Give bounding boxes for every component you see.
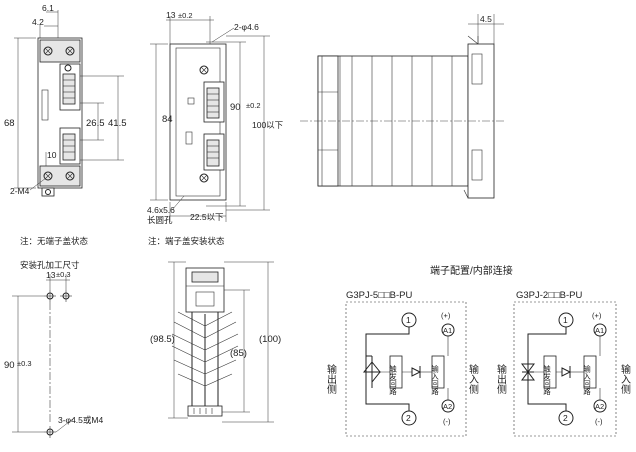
dim-13-tol: ±0.2 <box>178 11 193 20</box>
left-minus: (-) <box>443 417 451 426</box>
right-a2: A2 <box>595 402 604 411</box>
left-drive: 触发回路 <box>388 364 397 396</box>
dim-4-5: 4.5 <box>480 14 492 24</box>
dim-100: (100) <box>259 334 281 345</box>
dim-85: (85) <box>230 348 247 359</box>
heatsink-profile-view: (98.5) (85) (100) <box>150 261 281 423</box>
mounting-hole-view: 安装孔加工尺寸 13 ±0.3 90 ±0.3 3-φ4.5或M4 <box>4 260 103 438</box>
left-in-side: 输入侧 <box>467 363 479 395</box>
mount-title: 安装孔加工尺寸 <box>20 260 80 270</box>
dim-13: 13 <box>166 10 176 20</box>
dim-41-5: 41.5 <box>108 118 127 129</box>
right-input: 输入回路 <box>582 364 591 396</box>
dim-2-phi: 2-φ4.6 <box>234 22 259 32</box>
note-with-cover: 注：端子盖安装状态 <box>148 236 225 246</box>
mount-90-tol: ±0.3 <box>17 359 32 368</box>
left-model: G3PJ-5□□B-PU <box>346 290 413 301</box>
right-model: G3PJ-2□□B-PU <box>516 290 583 301</box>
dim-90-tol: ±0.2 <box>246 101 261 110</box>
left-t1: 1 <box>406 315 411 325</box>
mount-holes: 3-φ4.5或M4 <box>58 415 103 425</box>
circuit-g3pj-2: G3PJ-2□□B-PU 1 2 触发回路 输入回路 (+) A1 A2 (-)… <box>495 290 631 437</box>
right-drive: 触发回路 <box>542 364 551 396</box>
dim-4-2: 4.2 <box>32 17 44 27</box>
dim-slot-label: 长圆孔 <box>147 215 173 225</box>
left-a1: A1 <box>443 326 452 335</box>
right-out-side: 输出侧 <box>495 363 507 395</box>
left-plus: (+) <box>441 311 451 320</box>
terminal-title: 端子配置/内部连接 <box>430 264 513 277</box>
mount-13-tol: ±0.3 <box>56 270 71 279</box>
dim-22-5: 22.5以下 <box>190 212 224 222</box>
front-view-with-cover: 13 ±0.2 2-φ4.6 84 90 ±0.2 100以下 <box>147 10 284 246</box>
right-t2: 2 <box>563 413 568 423</box>
dim-68: 68 <box>4 118 15 129</box>
dim-84: 84 <box>162 114 173 125</box>
dim-10: 10 <box>47 150 57 160</box>
front-view-no-cover: 6.1 4.2 68 26.5 <box>4 3 127 246</box>
dim-98-5: (98.5) <box>150 334 175 345</box>
mount-90: 90 <box>4 360 15 371</box>
side-view: 4.5 <box>300 14 504 199</box>
dim-26-5: 26.5 <box>86 118 105 129</box>
left-t2: 2 <box>406 413 411 423</box>
right-a1: A1 <box>595 326 604 335</box>
mount-13: 13 <box>46 270 56 280</box>
dim-100-max: 100以下 <box>252 120 284 130</box>
circuit-g3pj-5: G3PJ-5□□B-PU 1 2 触发回路 输入回路 (+) A1 A2 (-)… <box>325 290 479 437</box>
dim-2-m4: 2-M4 <box>10 186 30 196</box>
note-no-cover: 注：无端子盖状态 <box>20 236 89 246</box>
right-minus: (-) <box>595 417 603 426</box>
left-a2: A2 <box>443 402 452 411</box>
dim-90: 90 <box>230 102 241 113</box>
right-plus: (+) <box>592 311 602 320</box>
dim-6-1: 6.1 <box>42 3 54 13</box>
left-input: 输入回路 <box>430 364 439 396</box>
right-in-side: 输入侧 <box>619 363 631 395</box>
dim-slot: 4.6x5.6 <box>147 205 175 215</box>
right-t1: 1 <box>563 315 568 325</box>
left-out-side: 输出侧 <box>325 363 337 395</box>
